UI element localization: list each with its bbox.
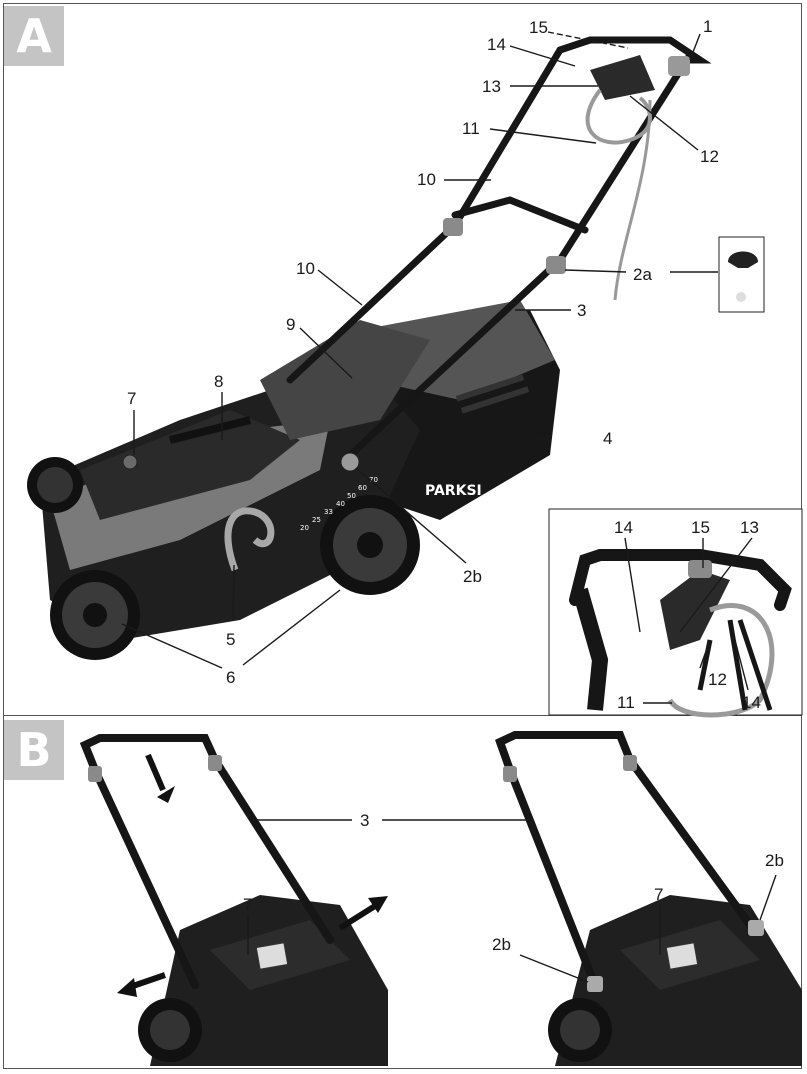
callout-11: 11 bbox=[462, 119, 480, 138]
callout-6: 6 bbox=[226, 668, 235, 687]
mower-illustration: PARKSI 20 25 33 40 50 60 70 bbox=[27, 36, 765, 660]
callout-10-upper: 10 bbox=[417, 170, 436, 189]
inset-callout-14b: 14 bbox=[742, 693, 761, 712]
figure-b-left-mower bbox=[79, 734, 388, 1066]
b-callout-3: 3 bbox=[360, 811, 369, 830]
callout-1: 1 bbox=[703, 17, 712, 36]
height-scale: 20 25 33 40 50 60 70 bbox=[300, 476, 378, 532]
clamp-lever-upper-right bbox=[546, 256, 566, 274]
figure-b-right-mower bbox=[495, 731, 802, 1066]
front-wheel-left bbox=[50, 570, 140, 660]
b-callout-2b-right: 2b bbox=[765, 851, 784, 870]
figure-a-leaders bbox=[121, 31, 718, 669]
inset-callout-12: 12 bbox=[708, 670, 727, 689]
figure-b-label: B bbox=[4, 720, 64, 780]
motor-housing bbox=[260, 320, 430, 440]
svg-text:33: 33 bbox=[324, 508, 333, 516]
b-callout-2b-left: 2b bbox=[492, 935, 511, 954]
clamp-lever-upper-left bbox=[443, 218, 463, 236]
arrow-down-icon bbox=[145, 753, 166, 792]
callout-5: 5 bbox=[226, 630, 235, 649]
safety-lever-cap bbox=[668, 56, 690, 76]
power-cable bbox=[613, 99, 652, 301]
section-divider bbox=[3, 715, 802, 716]
height-adjust-knob bbox=[122, 454, 138, 470]
b-left-callout-7: 7 bbox=[243, 895, 252, 914]
clamp-knob-left-icon bbox=[587, 976, 603, 992]
inset-leaders bbox=[624, 537, 753, 704]
callout-4: 4 bbox=[603, 429, 612, 448]
figure-a-label: A bbox=[4, 6, 64, 66]
inset-callout-14: 14 bbox=[614, 518, 633, 537]
carry-handle bbox=[169, 416, 251, 444]
arrow-right-icon bbox=[338, 903, 377, 931]
arrow-left-icon bbox=[129, 972, 166, 990]
callout-8: 8 bbox=[214, 372, 223, 391]
grass-catcher-lid bbox=[360, 300, 555, 400]
cable-clip-icon bbox=[728, 251, 758, 268]
callout-14: 14 bbox=[487, 35, 506, 54]
clamp-knob-right-icon bbox=[748, 920, 764, 936]
callout-15: 15 bbox=[529, 18, 548, 37]
callout-12: 12 bbox=[700, 147, 719, 166]
inset-callouts: 14 15 13 12 11 14 bbox=[614, 518, 761, 712]
b-right-callout-7: 7 bbox=[654, 885, 663, 904]
svg-text:70: 70 bbox=[369, 476, 378, 484]
callout-2b: 2b bbox=[463, 567, 482, 586]
brand-logo-text: PARKSI bbox=[425, 483, 482, 499]
inset-callout-13: 13 bbox=[740, 518, 759, 537]
rear-wheel bbox=[27, 457, 83, 513]
svg-text:25: 25 bbox=[312, 516, 321, 524]
svg-text:60: 60 bbox=[358, 484, 367, 492]
callout-10-lower: 10 bbox=[296, 259, 315, 278]
callout-9: 9 bbox=[286, 315, 295, 334]
callout-7: 7 bbox=[127, 389, 136, 408]
clip-hole-icon bbox=[736, 292, 746, 302]
cable-hook bbox=[224, 507, 275, 572]
svg-text:40: 40 bbox=[336, 500, 345, 508]
svg-text:50: 50 bbox=[347, 492, 356, 500]
callout-2a: 2a bbox=[633, 265, 652, 284]
clamp-knob-lower bbox=[340, 452, 360, 472]
inset-callout-11: 11 bbox=[617, 693, 635, 712]
switch-box bbox=[590, 55, 655, 100]
figure-a-callouts: 1 2a 2b 3 4 5 6 7 8 9 10 10 11 12 13 14 … bbox=[127, 17, 719, 687]
handle-detail-inset bbox=[548, 508, 803, 718]
cable-loop bbox=[585, 88, 652, 145]
figure-b-leaders bbox=[247, 819, 777, 983]
motor-cover bbox=[80, 410, 300, 520]
figure-b-arrows bbox=[117, 753, 388, 997]
svg-text:20: 20 bbox=[300, 524, 309, 532]
front-wheel-right bbox=[320, 495, 420, 595]
inset-callout-15: 15 bbox=[691, 518, 710, 537]
callout-3: 3 bbox=[577, 301, 586, 320]
callout-13: 13 bbox=[482, 77, 501, 96]
figure-b-callouts: 3 7 7 2b 2b bbox=[243, 811, 784, 954]
